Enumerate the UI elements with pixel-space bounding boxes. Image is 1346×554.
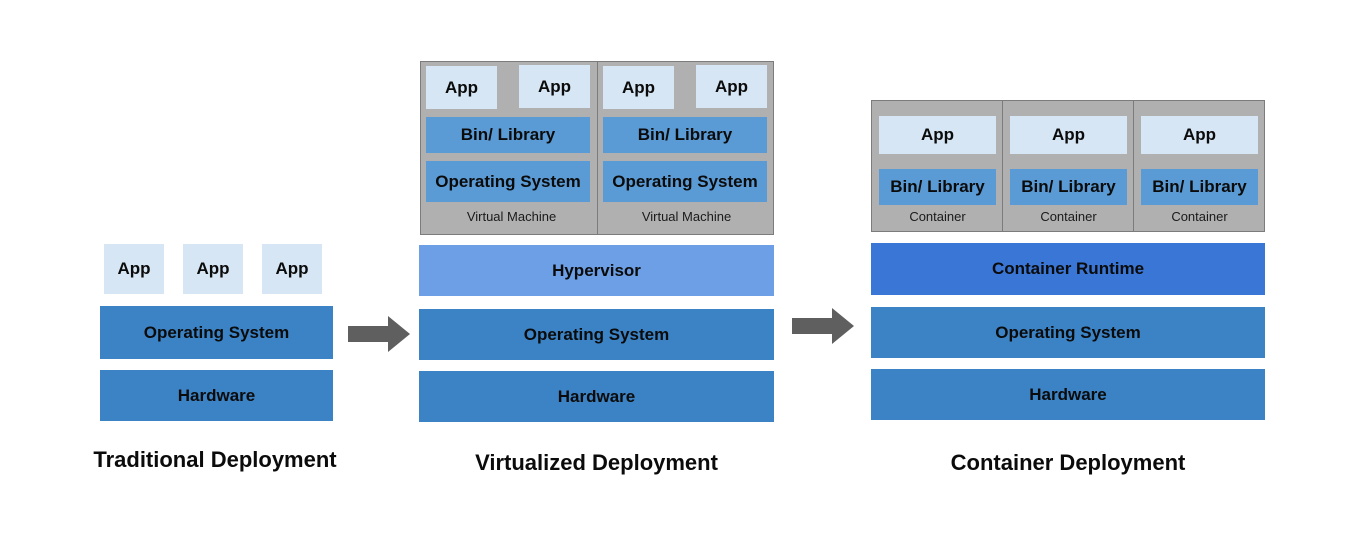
arrow-right-icon <box>792 308 854 344</box>
virtualized-title: Virtualized Deployment <box>475 450 718 475</box>
arrow-right-icon <box>348 316 410 352</box>
vm-divider <box>597 61 598 235</box>
container3-caption: Container <box>1171 209 1228 224</box>
container3-bin-library: Bin/ Library <box>1141 169 1258 205</box>
traditional-app-1: App <box>104 244 164 294</box>
vm1-caption: Virtual Machine <box>466 209 557 224</box>
traditional-os-layer: Operating System <box>100 306 333 359</box>
container2-bin-library: Bin/ Library <box>1010 169 1127 205</box>
traditional-app-3: App <box>262 244 322 294</box>
vm1-bin-library: Bin/ Library <box>426 117 590 153</box>
vm1-app-1: App <box>426 66 497 109</box>
traditional-hardware-layer: Hardware <box>100 370 333 421</box>
container2-app: App <box>1010 116 1127 154</box>
vm2-app-1: App <box>603 66 674 109</box>
virtualized-os-layer: Operating System <box>419 309 774 360</box>
vm2-operating-system: Operating System <box>603 161 767 202</box>
vm2-bin-library: Bin/ Library <box>603 117 767 153</box>
container1-caption: Container <box>909 209 966 224</box>
vm1-app-2: App <box>519 65 590 108</box>
hypervisor-layer: Hypervisor <box>419 245 774 296</box>
traditional-title: Traditional Deployment <box>93 447 337 472</box>
container-title: Container Deployment <box>950 450 1186 475</box>
traditional-app-2: App <box>183 244 243 294</box>
vm2-caption: Virtual Machine <box>641 209 732 224</box>
virtualized-hardware-layer: Hardware <box>419 371 774 422</box>
container1-bin-library: Bin/ Library <box>879 169 996 205</box>
vm1-operating-system: Operating System <box>426 161 590 202</box>
container-runtime-layer: Container Runtime <box>871 243 1265 295</box>
container-divider-2 <box>1133 100 1134 232</box>
container2-caption: Container <box>1040 209 1097 224</box>
container-divider-1 <box>1002 100 1003 232</box>
vm2-app-2: App <box>696 65 767 108</box>
container3-app: App <box>1141 116 1258 154</box>
container-os-layer: Operating System <box>871 307 1265 358</box>
container-hardware-layer: Hardware <box>871 369 1265 420</box>
container1-app: App <box>879 116 996 154</box>
